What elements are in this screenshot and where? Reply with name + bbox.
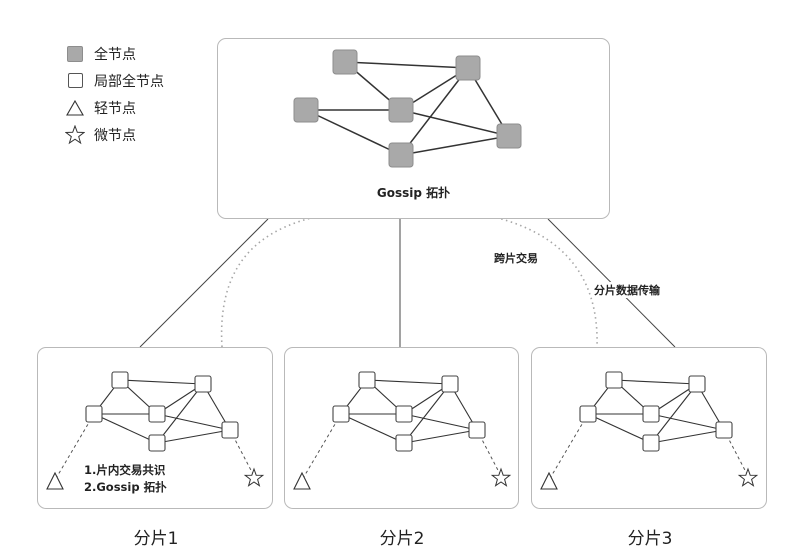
link-top-to-shard1	[139, 218, 269, 348]
partial-node	[358, 371, 376, 389]
shard-notes: 1.片内交易共识 2.Gossip 拓扑	[84, 462, 167, 496]
shard-graph	[540, 371, 759, 490]
shard-data-label: 分片数据传输	[592, 282, 662, 298]
legend: 全节点 局部全节点 轻节点 微节点	[64, 40, 164, 148]
partial-node	[332, 405, 350, 423]
triangle-icon	[66, 99, 84, 116]
legend-item-micro-node: 微节点	[64, 121, 164, 148]
partial-node	[85, 405, 103, 423]
partial-node	[395, 434, 413, 452]
gossip-nodes	[293, 49, 522, 168]
shard-caption-3: 分片3	[627, 529, 673, 549]
full-node	[455, 55, 481, 81]
gossip-graph	[293, 49, 522, 168]
star-icon	[65, 124, 85, 144]
partial-node	[468, 421, 486, 439]
partial-node	[194, 375, 212, 393]
shard-graph	[293, 371, 512, 490]
partial-node	[715, 421, 733, 439]
topology-label: Gossip 拓扑	[376, 186, 451, 200]
cross-shard-label: 跨片交易	[492, 250, 540, 266]
full-node	[388, 142, 414, 168]
micro-node-star	[243, 467, 265, 487]
micro-node-star	[737, 467, 759, 487]
legend-label: 全节点	[94, 46, 136, 63]
legend-label: 轻节点	[94, 100, 136, 117]
partial-node	[441, 375, 459, 393]
shard-caption-2: 分片2	[379, 529, 425, 549]
partial-node	[111, 371, 129, 389]
full-node	[332, 49, 358, 75]
partial-node-icon	[67, 73, 83, 88]
legend-label: 局部全节点	[94, 73, 164, 90]
light-node-triangle	[293, 471, 311, 490]
partial-node	[642, 434, 660, 452]
partial-node	[605, 371, 623, 389]
light-node-triangle	[46, 471, 64, 490]
shard-caption-1: 分片1	[133, 529, 179, 549]
partial-node	[395, 405, 413, 423]
partial-node	[148, 405, 166, 423]
note-line: 1.片内交易共识	[84, 463, 166, 477]
full-node	[388, 97, 414, 123]
note-line: 2.Gossip 拓扑	[84, 480, 167, 494]
legend-item-partial-node: 局部全节点	[64, 67, 164, 94]
cross-shard-arc	[220, 207, 598, 348]
shard-panel-3	[531, 347, 767, 509]
shard-panel-2	[284, 347, 519, 509]
shard-panel-1: 1.片内交易共识 2.Gossip 拓扑	[37, 347, 273, 509]
partial-node	[579, 405, 597, 423]
full-node-icon	[67, 45, 83, 62]
partial-node	[688, 375, 706, 393]
legend-item-light-node: 轻节点	[64, 94, 164, 121]
partial-node	[148, 434, 166, 452]
gossip-topology-panel: Gossip 拓扑	[217, 38, 610, 219]
legend-label: 微节点	[94, 127, 136, 144]
legend-item-full-node: 全节点	[64, 40, 164, 67]
micro-node-star	[490, 467, 512, 487]
partial-node	[642, 405, 660, 423]
partial-node	[221, 421, 239, 439]
shard-graph	[46, 371, 265, 490]
light-node-triangle	[540, 471, 558, 490]
full-node	[496, 123, 522, 149]
full-node	[293, 97, 319, 123]
